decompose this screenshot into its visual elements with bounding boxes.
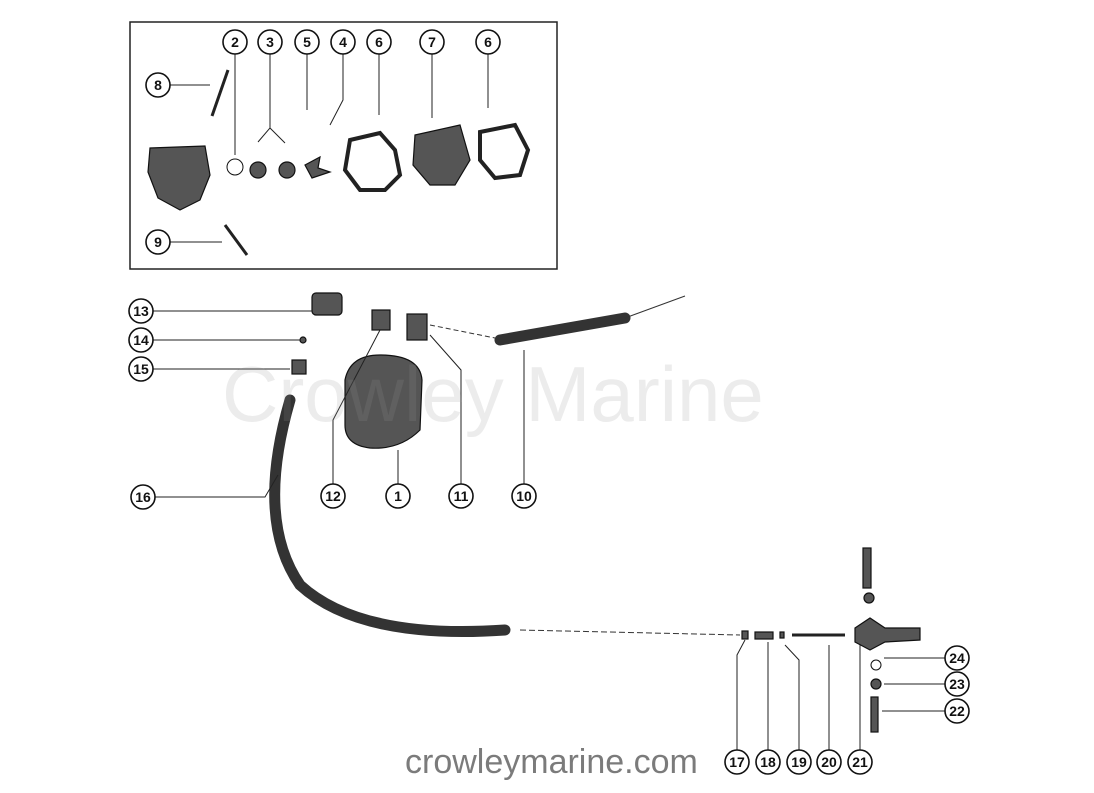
callout-circle	[419, 29, 445, 55]
watermark-url: crowleymarine.com	[405, 743, 698, 781]
callout: 22	[944, 698, 970, 724]
callout-circle	[366, 29, 392, 55]
callout: 11	[448, 483, 474, 509]
callout-number: 3	[266, 34, 274, 50]
callout: 6	[475, 29, 501, 55]
callout: 10	[511, 483, 537, 509]
callout: 1	[385, 483, 411, 509]
callout-number: 9	[154, 234, 162, 250]
callout-circle	[786, 749, 812, 775]
callout-circle	[944, 671, 970, 697]
callout-circle	[944, 698, 970, 724]
callout: 18	[755, 749, 781, 775]
callout-circle	[475, 29, 501, 55]
callout-circle	[448, 483, 474, 509]
callout-circle	[320, 483, 346, 509]
callout-circle	[330, 29, 356, 55]
callout-circle	[847, 749, 873, 775]
callout: 7	[419, 29, 445, 55]
callout-number: 21	[852, 754, 868, 770]
inset-parts	[147, 69, 531, 256]
callout-number: 4	[339, 34, 347, 50]
callout: 19	[786, 749, 812, 775]
leader-lines	[153, 54, 945, 750]
callout-number: 11	[454, 488, 469, 504]
callout-number: 20	[821, 754, 837, 770]
callout-number: 6	[375, 34, 383, 50]
callout-circle	[222, 29, 248, 55]
callout: 8	[145, 72, 171, 98]
callout-circle	[145, 72, 171, 98]
callout-number: 8	[154, 77, 162, 93]
callout: 15	[128, 356, 154, 382]
callout-circle	[128, 327, 154, 353]
callout-number: 15	[133, 361, 149, 377]
callout-circle	[816, 749, 842, 775]
callout-number: 1	[394, 488, 402, 504]
callout: 12	[320, 483, 346, 509]
callout-number: 5	[303, 34, 311, 50]
callout-number: 16	[135, 489, 151, 505]
kit-inset-box	[129, 21, 558, 270]
callout: 5	[294, 29, 320, 55]
callout: 16	[130, 484, 156, 510]
callout: 2	[222, 29, 248, 55]
callout-number: 13	[133, 303, 149, 319]
callout-circle	[724, 749, 750, 775]
callout-number: 10	[516, 488, 532, 504]
callout-circle	[944, 645, 970, 671]
callout-circle	[130, 484, 156, 510]
callout: 14	[128, 327, 154, 353]
callout-circle	[145, 229, 171, 255]
callout-circle	[128, 298, 154, 324]
callout-number: 23	[949, 676, 965, 692]
watermark-text: Crowley Marine	[222, 350, 764, 438]
callout: 21	[847, 749, 873, 775]
callout: 17	[724, 749, 750, 775]
callout-number: 24	[949, 650, 965, 666]
callout: 13	[128, 298, 154, 324]
callout-number: 2	[231, 34, 239, 50]
callout-number: 22	[949, 703, 965, 719]
callout-circle	[128, 356, 154, 382]
callout-number: 6	[484, 34, 492, 50]
callout-circle	[385, 483, 411, 509]
callout-number: 17	[729, 754, 745, 770]
callout-number: 18	[760, 754, 776, 770]
callout: 20	[816, 749, 842, 775]
callout-circle	[511, 483, 537, 509]
callout-number: 12	[325, 488, 341, 504]
callout: 24	[944, 645, 970, 671]
callout-circle	[257, 29, 283, 55]
main-parts	[269, 292, 921, 733]
callout-circle	[755, 749, 781, 775]
callout: 6	[366, 29, 392, 55]
callout: 3	[257, 29, 283, 55]
callout: 23	[944, 671, 970, 697]
callout-number: 19	[791, 754, 807, 770]
callout-number: 14	[133, 332, 149, 348]
callout-number: 7	[428, 34, 436, 50]
callout-circle	[294, 29, 320, 55]
callout: 4	[330, 29, 356, 55]
callout: 9	[145, 229, 171, 255]
